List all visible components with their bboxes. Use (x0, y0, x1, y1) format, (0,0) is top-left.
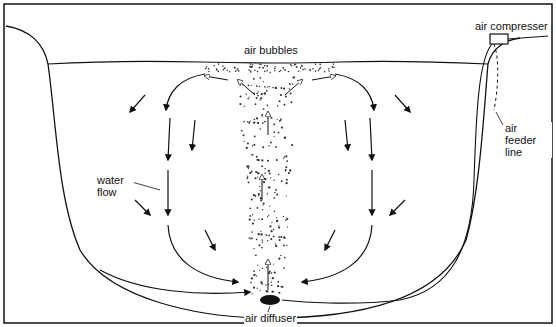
part-label: air feeder line (504, 122, 552, 158)
air-diffuser (260, 295, 280, 305)
bubble-dots (205, 63, 335, 294)
feeder-line-dashed (494, 44, 498, 110)
leader-line (496, 112, 503, 125)
rising-arrows (205, 76, 335, 290)
part-label: air diffuser (244, 312, 297, 324)
part-label: air compresser (474, 20, 549, 32)
leader-line (132, 182, 160, 190)
water-flow-arrows (100, 74, 410, 293)
pond-outline (6, 26, 520, 318)
power-line (508, 36, 548, 39)
water-surface (48, 61, 488, 64)
air-compressor (490, 34, 508, 44)
region-label: air bubbles (243, 44, 299, 56)
frame (4, 4, 552, 323)
air-feeder-line (282, 44, 492, 303)
region-label: water flow (96, 174, 134, 198)
